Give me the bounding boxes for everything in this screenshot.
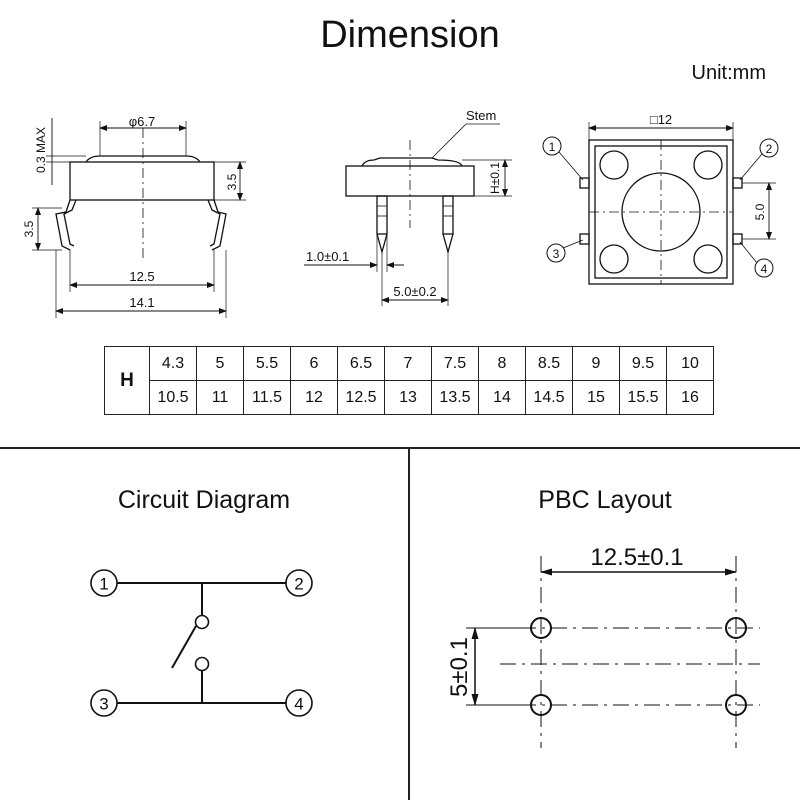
top-pin-1: 1 <box>549 140 556 154</box>
height-cell: 15 <box>572 380 620 415</box>
dim-pin-gap: 5.0 <box>753 203 767 220</box>
height-cell: 5 <box>196 346 244 381</box>
dim-pin-width: 1.0±0.1 <box>306 249 349 264</box>
dimension-drawings: φ6.7 0.3 MAX 3.5 3.5 12.5 14.1 St <box>22 108 779 318</box>
height-cell: 7 <box>384 346 432 381</box>
height-cell: 10 <box>666 346 714 381</box>
height-cell: 14 <box>478 380 526 415</box>
pcb-layout: 12.5±0.1 5±0.1 <box>446 544 760 748</box>
dim-inner-width: 12.5 <box>129 269 154 284</box>
height-cell: 10.5 <box>149 380 197 415</box>
circuit-pin-1: 1 <box>99 575 108 594</box>
height-cell: 7.5 <box>431 346 479 381</box>
front-view-drawing <box>304 123 512 306</box>
top-view-drawing <box>542 122 779 285</box>
dim-left-height: 3.5 <box>22 220 36 237</box>
pcb-layout-title: PBC Layout <box>538 486 672 514</box>
section-divider-vertical <box>408 448 410 800</box>
pcb-dim-vertical: 5±0.1 <box>446 637 473 697</box>
dim-outer-width: 14.1 <box>129 295 154 310</box>
dim-right-height: 3.5 <box>225 173 239 190</box>
circuit-pin-4: 4 <box>294 695 303 714</box>
dim-h: H±0.1 <box>488 162 502 194</box>
height-cell: 8.5 <box>525 346 573 381</box>
height-cell: 8 <box>478 346 526 381</box>
height-cell: 4.3 <box>149 346 197 381</box>
height-cell: 6.5 <box>337 346 385 381</box>
height-cell: 9.5 <box>619 346 667 381</box>
page-title: Dimension <box>320 14 500 56</box>
height-cell: 15.5 <box>619 380 667 415</box>
circuit-diagram: 1 2 3 4 <box>90 569 313 717</box>
height-cell: 9 <box>572 346 620 381</box>
dim-size: □12 <box>650 112 672 127</box>
height-cell: 16 <box>666 380 714 415</box>
height-table-label: H <box>104 346 150 415</box>
circuit-pin-3: 3 <box>99 695 108 714</box>
unit-label: Unit:mm <box>691 62 766 84</box>
height-cell: 13.5 <box>431 380 479 415</box>
height-cell: 14.5 <box>525 380 573 415</box>
height-cell: 12 <box>290 380 338 415</box>
height-cell: 6 <box>290 346 338 381</box>
circuit-diagram-title: Circuit Diagram <box>117 486 291 514</box>
dim-max: 0.3 MAX <box>34 127 48 173</box>
height-cell: 13 <box>384 380 432 415</box>
pcb-dim-horizontal: 12.5±0.1 <box>590 544 683 571</box>
section-divider-horizontal <box>0 447 800 449</box>
dim-phi: φ6.7 <box>129 114 156 129</box>
top-pin-3: 3 <box>553 247 560 261</box>
height-cell: 12.5 <box>337 380 385 415</box>
height-cell: 11 <box>196 380 244 415</box>
circuit-pin-2: 2 <box>294 575 303 594</box>
top-pin-4: 4 <box>761 262 768 276</box>
top-pin-2: 2 <box>766 142 773 156</box>
dim-pin-spacing: 5.0±0.2 <box>393 284 436 299</box>
stem-label: Stem <box>466 108 496 123</box>
height-cell: 5.5 <box>243 346 291 381</box>
height-table: H 4.3 5 5.5 6 6.5 7 7.5 8 8.5 9 9.5 10 1… <box>104 346 714 415</box>
side-view-drawing <box>32 118 246 318</box>
height-cell: 11.5 <box>243 380 291 415</box>
